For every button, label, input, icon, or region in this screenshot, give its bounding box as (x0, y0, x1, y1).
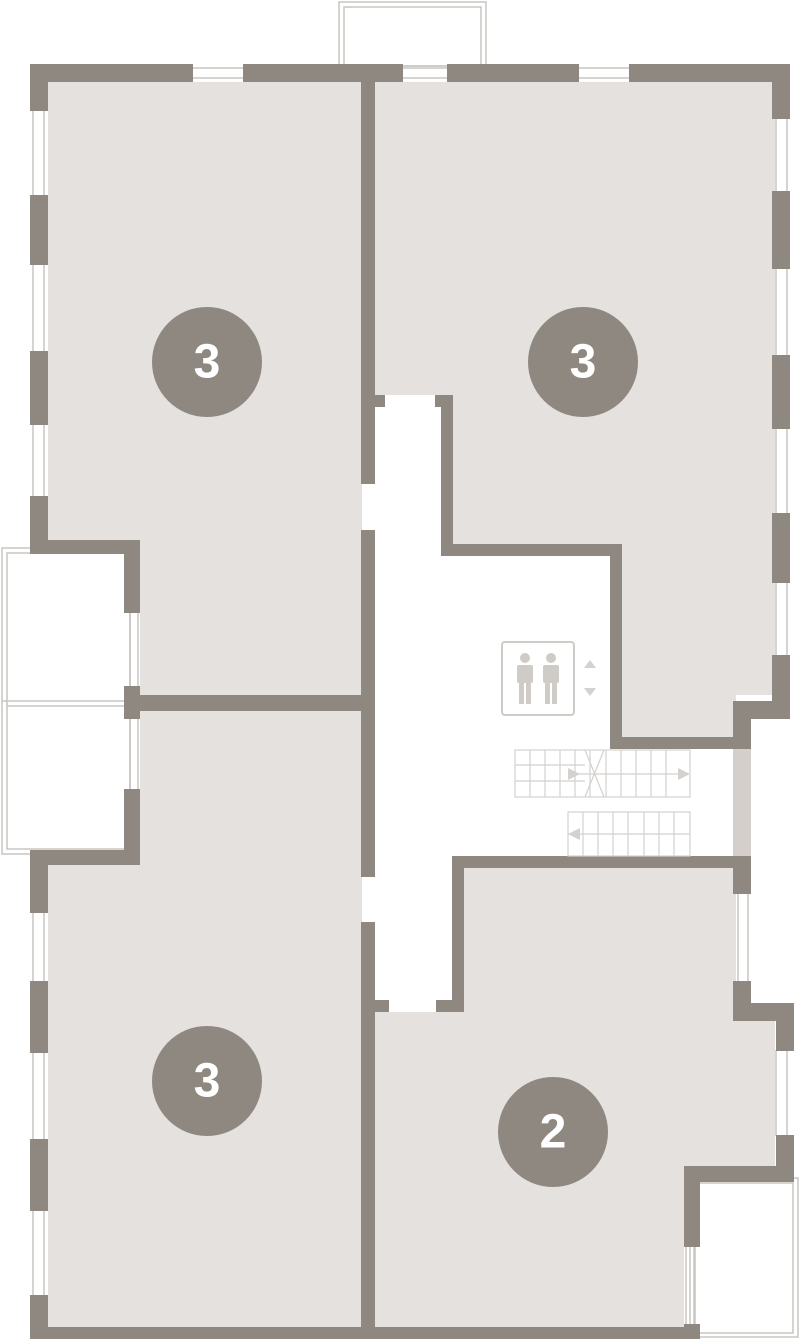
top-windows (192, 67, 630, 79)
stair-hall-door (733, 749, 751, 856)
room-count-bottom-right: 2 (540, 1106, 567, 1159)
apartment-label-top-right: 3 (528, 307, 638, 417)
walls (30, 64, 794, 1339)
up-down-arrows-icon (584, 660, 596, 696)
stair-arrow-left (568, 828, 580, 840)
apartment-label-top-left: 3 (152, 307, 262, 417)
stair-arrows (568, 768, 690, 840)
stair-arrow-right-1 (568, 768, 580, 780)
right-windows (737, 118, 788, 1136)
left-balconies (1, 547, 139, 855)
bottom-right-balcony (685, 1177, 799, 1338)
room-count-top-right: 3 (570, 336, 597, 389)
left-windows (32, 110, 45, 1296)
top-balcony (338, 1, 487, 67)
apartment-bottom-left-area (48, 711, 362, 1327)
apartment-label-bottom-left: 3 (152, 1026, 262, 1136)
apartment-label-bottom-right: 2 (498, 1077, 608, 1187)
elevator-icon (501, 641, 575, 716)
stair-arrow-right-2 (678, 768, 690, 780)
room-count-top-left: 3 (194, 336, 221, 389)
room-count-bottom-left: 3 (194, 1055, 221, 1108)
stairs-icon (514, 749, 691, 857)
